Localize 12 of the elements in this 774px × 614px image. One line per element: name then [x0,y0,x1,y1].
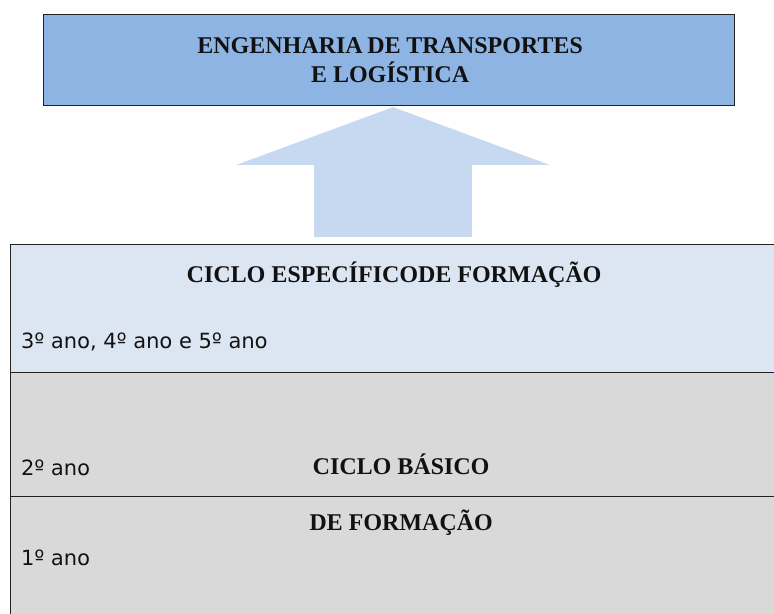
block-arrow [236,107,550,237]
year-text: 2º ano [21,456,90,480]
cycle-band [10,372,774,497]
year-text: 3º ano, 4º ano e 5º ano [21,329,268,353]
cycle-band [10,244,774,373]
year-text: 1º ano [21,546,90,570]
heading-text: DE FORMAÇÃO [308,510,494,537]
title-text: ENGENHARIA DE TRANSPORTES E LOGÍSTICA [196,32,584,90]
heading-text: CICLO ESPECÍFICODE FORMAÇÃO [186,262,602,289]
title-box [43,14,735,106]
heading-text: CICLO BÁSICO [312,454,490,481]
cycle-band [10,496,774,614]
